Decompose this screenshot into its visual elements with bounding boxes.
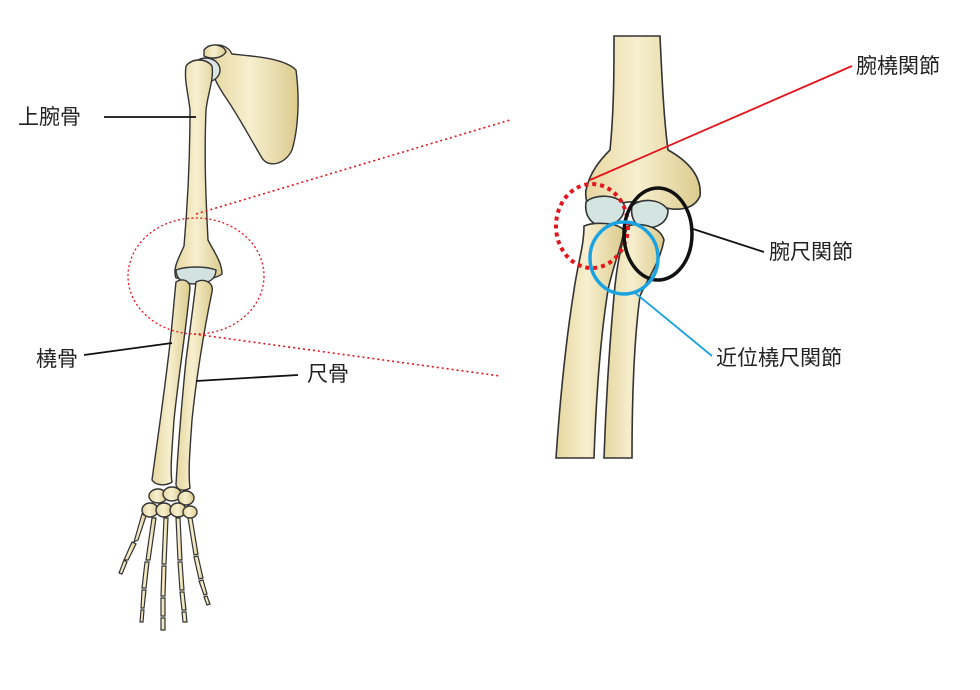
hand-bones: [118, 513, 211, 631]
radius-leader: [83, 342, 173, 356]
closeup-ulna: [603, 223, 665, 459]
radius-label: 橈骨: [36, 347, 78, 371]
acromion: [203, 44, 227, 59]
humeroulnar-marker: [622, 186, 694, 282]
zoom-guide-lower: [193, 333, 501, 377]
humeroradial-label: 腕橈関節: [856, 54, 940, 78]
carpal-bones: [141, 486, 198, 519]
proximal-radioulnar-marker: [588, 220, 660, 296]
scapula: [209, 44, 299, 165]
whole-arm-illustration: [118, 44, 299, 631]
ulna-label: 尺骨: [307, 362, 349, 386]
capitulum: [584, 195, 626, 227]
elbow-closeup-illustration: [555, 35, 701, 459]
humeroulnar-label: 腕尺関節: [769, 240, 853, 264]
humerus: [174, 59, 223, 281]
proximal-radioulnar-leader: [633, 291, 713, 357]
ulna-bone: [175, 279, 213, 491]
radius-bone: [151, 279, 191, 486]
humeroradial-leader: [589, 65, 853, 181]
humerus-label: 上腕骨: [18, 105, 81, 129]
humeroulnar-leader: [689, 227, 765, 253]
elbow-zoom-outline: [127, 217, 265, 335]
ulna-leader: [195, 374, 299, 382]
zoom-guide-upper: [195, 119, 511, 215]
trochlea: [630, 199, 669, 229]
proximal-radioulnar-label: 近位橈尺関節: [716, 346, 842, 370]
humeroradial-marker: [554, 182, 630, 270]
